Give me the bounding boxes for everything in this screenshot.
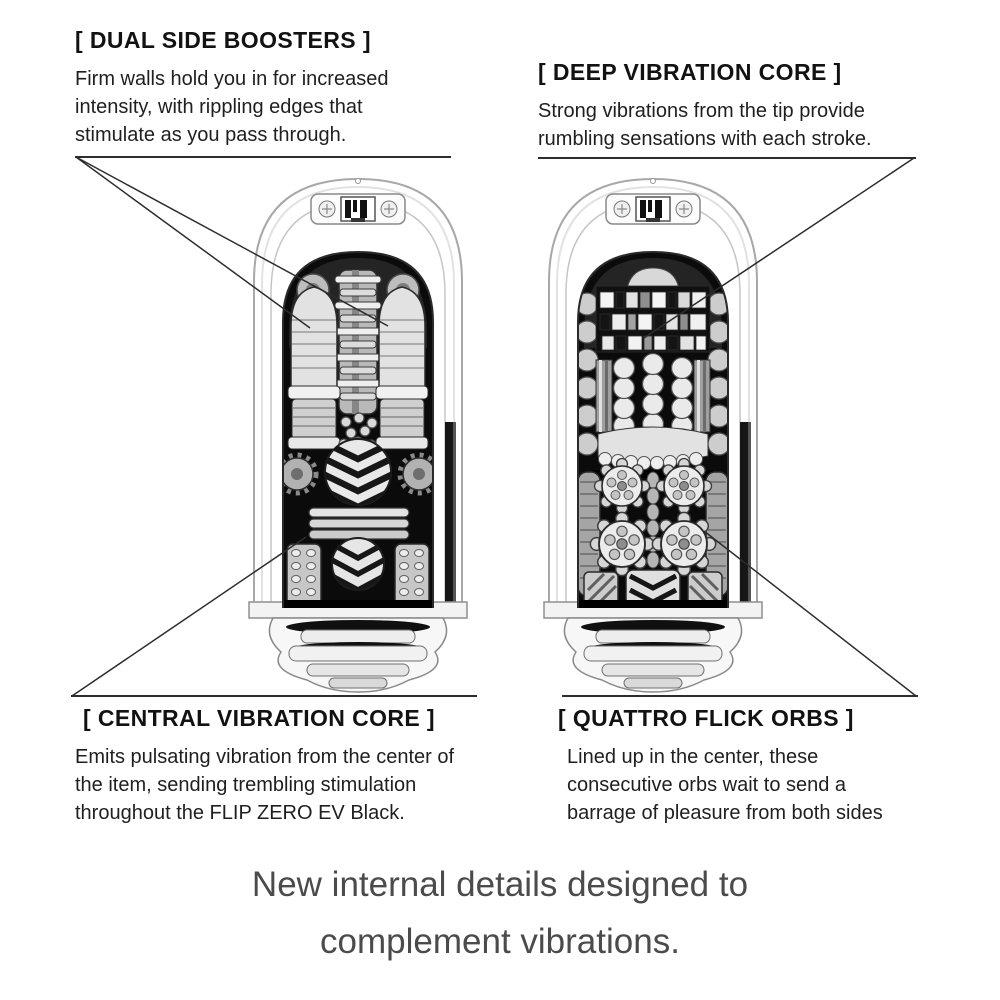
bottom-textured-column-left — [286, 543, 322, 607]
callout-deep-vibration-core: [ DEEP VIBRATION CORE ] Strong vibration… — [538, 59, 872, 153]
right-device-internals — [578, 252, 728, 608]
callout-title-dual-side-boosters: [ DUAL SIDE BOOSTERS ] — [75, 27, 371, 53]
callout-central-vibration-core: [ CENTRAL VIBRATION CORE ] Emits pulsati… — [75, 705, 454, 827]
bottom-caption: New internal details designed to complem… — [251, 865, 749, 961]
callout-description-deep-vibration-core: Strong vibrations from the tip provide r… — [538, 100, 872, 150]
central-ribbed-spine — [334, 269, 382, 415]
central-chevron-orb — [324, 438, 392, 506]
callout-description-dual-side-boosters: Firm walls hold you in for increased int… — [75, 68, 389, 146]
side-gear-right — [397, 452, 433, 496]
right-device-illustration — [543, 177, 763, 693]
side-booster-left — [287, 286, 341, 450]
chevron-wedge — [331, 537, 385, 591]
callout-quattro-flick-orbs: [ QUATTRO FLICK ORBS ] Lined up in the c… — [558, 705, 883, 827]
chevron-roller-center — [625, 569, 681, 607]
callout-dual-side-boosters: [ DUAL SIDE BOOSTERS ] Firm walls hold y… — [75, 27, 388, 149]
bottom-textured-column-right — [394, 543, 430, 607]
horizontal-roller — [308, 507, 410, 540]
side-gear-left — [283, 452, 319, 496]
callout-description-central-vibration-core: Emits pulsating vibration from the cente… — [75, 746, 455, 824]
side-booster-right — [375, 286, 429, 450]
callout-description-quattro-flick-orbs: Lined up in the center, these consecutiv… — [567, 746, 883, 824]
left-device-internals — [283, 252, 433, 608]
left-device-illustration — [248, 177, 468, 693]
vibration-core-block-rows — [595, 285, 711, 353]
callout-title-quattro-flick-orbs: [ QUATTRO FLICK ORBS ] — [558, 705, 854, 731]
callout-title-central-vibration-core: [ CENTRAL VIBRATION CORE ] — [83, 705, 435, 731]
callout-title-deep-vibration-core: [ DEEP VIBRATION CORE ] — [538, 59, 842, 85]
